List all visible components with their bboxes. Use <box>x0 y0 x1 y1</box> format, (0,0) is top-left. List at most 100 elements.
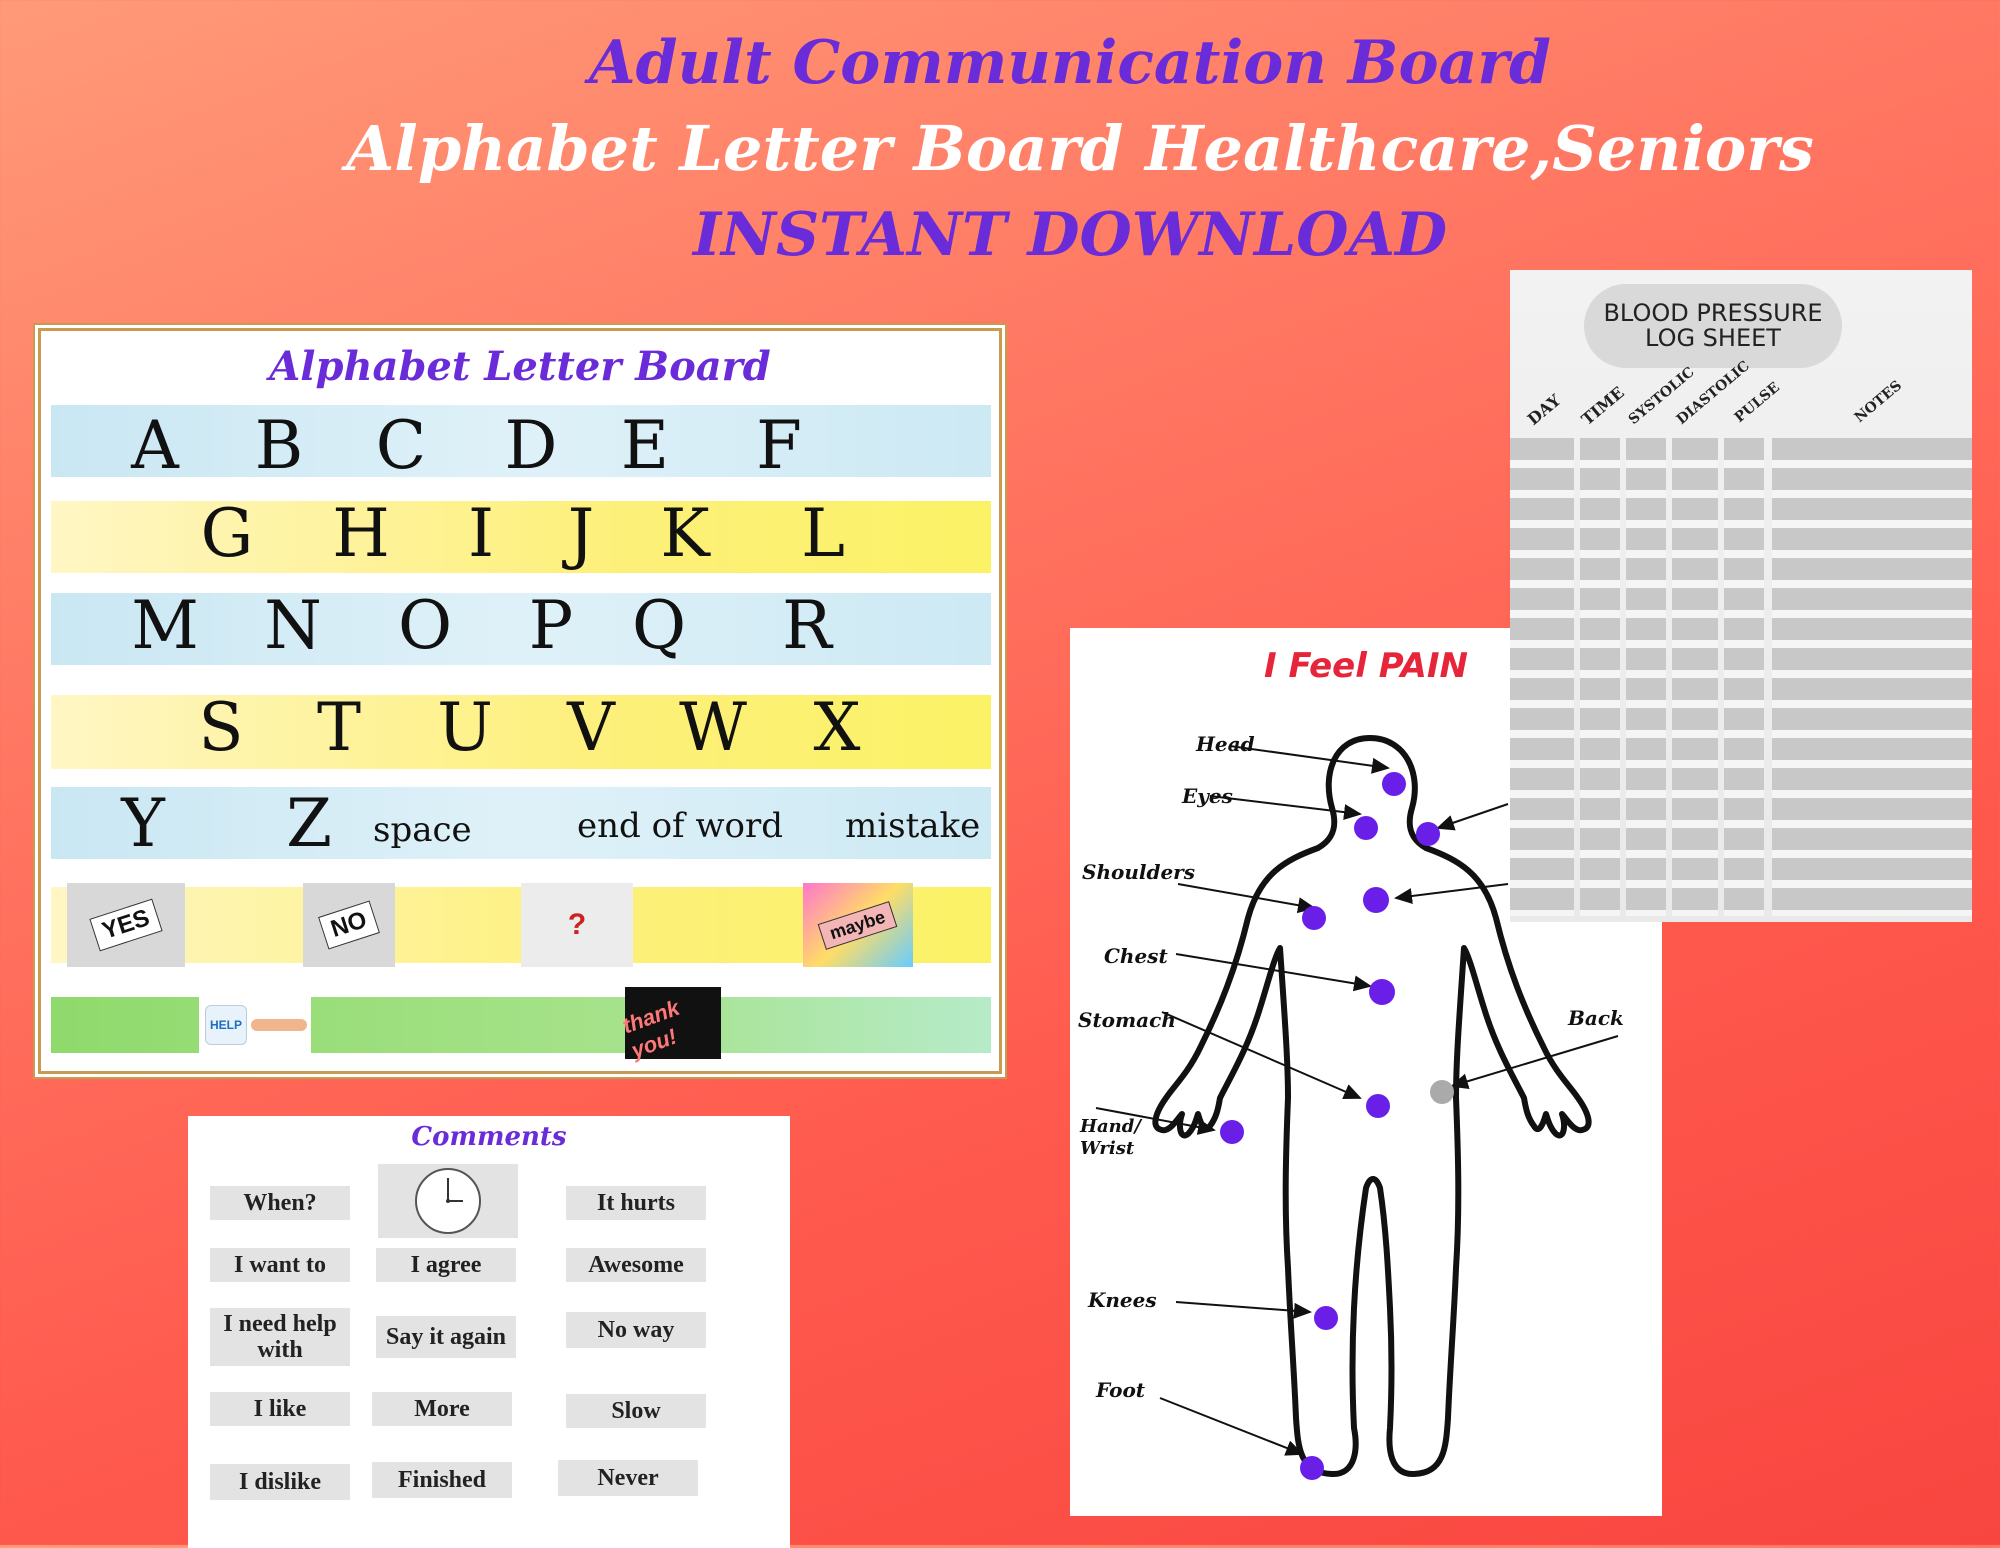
col-notes: NOTES <box>1851 377 1906 426</box>
letter-w[interactable]: W <box>679 689 747 766</box>
comment-no-way[interactable]: No way <box>566 1312 706 1348</box>
letter-g[interactable]: G <box>200 495 254 572</box>
comment-more[interactable]: More <box>372 1392 512 1426</box>
help-button[interactable]: HELP <box>199 995 311 1055</box>
label-foot: Foot <box>1096 1378 1146 1402</box>
label-shoulders: Shoulders <box>1082 860 1195 884</box>
pain-dot-hand[interactable] <box>1220 1120 1244 1144</box>
letter-o[interactable]: O <box>397 587 453 664</box>
letter-z[interactable]: Z <box>286 785 332 862</box>
col-day: DAY <box>1523 390 1565 429</box>
letter-x[interactable]: X <box>813 689 861 766</box>
comment-i-want-to[interactable]: I want to <box>210 1248 350 1282</box>
bp-column-day <box>1510 438 1574 916</box>
pain-dot-foot[interactable] <box>1300 1456 1324 1480</box>
space-word[interactable]: space <box>373 810 472 850</box>
letter-row-2: G H I J K L <box>51 501 991 573</box>
label-stomach: Stomach <box>1078 1008 1176 1032</box>
page-title: Adult Communication Board <box>589 28 1551 98</box>
maybe-card[interactable]: maybe <box>803 883 913 967</box>
pain-dot-head[interactable] <box>1382 772 1406 796</box>
help-row <box>51 997 991 1053</box>
letter-a[interactable]: A <box>131 407 179 484</box>
bp-column-pulse <box>1724 438 1764 916</box>
comment-finished[interactable]: Finished <box>372 1462 512 1498</box>
letter-n[interactable]: N <box>264 587 322 664</box>
bp-title-line-1: BLOOD PRESSURE <box>1603 298 1823 327</box>
pain-dot-shoulders[interactable] <box>1302 906 1326 930</box>
comment-i-like[interactable]: I like <box>210 1392 350 1426</box>
letter-u[interactable]: U <box>437 689 493 766</box>
pain-dot-chest[interactable] <box>1369 979 1395 1005</box>
bp-column-time <box>1580 438 1620 916</box>
clock-icon <box>415 1168 481 1234</box>
mistake-word[interactable]: mistake <box>845 806 981 846</box>
maybe-card-label: maybe <box>818 900 898 950</box>
yes-card-label: YES <box>89 898 163 952</box>
letter-row-1: A B C D E F <box>51 405 991 484</box>
letter-b[interactable]: B <box>254 407 304 484</box>
letter-r[interactable]: R <box>782 587 832 664</box>
question-mark-icon: ? <box>567 908 587 941</box>
comments-title: Comments <box>411 1122 567 1152</box>
no-card[interactable]: NO <box>303 883 395 967</box>
pain-dot-neck[interactable] <box>1363 887 1389 913</box>
comment-when[interactable]: When? <box>210 1186 350 1220</box>
letter-h[interactable]: H <box>332 495 390 572</box>
pain-title: I Feel PAIN <box>1264 646 1468 686</box>
clock-card[interactable] <box>378 1164 518 1238</box>
bp-column-notes <box>1772 438 1972 916</box>
bp-title-line-2: LOG SHEET <box>1645 324 1781 352</box>
label-hand-wrist: Hand/ Wrist <box>1080 1116 1141 1159</box>
letter-c[interactable]: C <box>375 407 427 484</box>
letter-t[interactable]: T <box>316 689 362 766</box>
letter-v[interactable]: V <box>567 689 615 766</box>
col-time: TIME <box>1577 382 1628 429</box>
comment-say-it-again[interactable]: Say it again <box>376 1316 516 1358</box>
letter-j[interactable]: J <box>567 495 595 572</box>
letter-i[interactable]: I <box>467 495 495 572</box>
end-of-word[interactable]: end of word <box>577 806 784 846</box>
instant-download-banner: INSTANT DOWNLOAD <box>692 200 1448 270</box>
alphabet-board-title: Alphabet Letter Board <box>269 343 771 390</box>
letter-q[interactable]: Q <box>631 587 687 664</box>
letter-y[interactable]: Y <box>121 785 165 862</box>
comment-never[interactable]: Never <box>558 1460 698 1496</box>
label-chest: Chest <box>1104 944 1168 968</box>
pain-dot-stomach[interactable] <box>1366 1094 1390 1118</box>
bp-title-bubble: BLOOD PRESSURE LOG SHEET <box>1584 284 1842 368</box>
bp-column-diastolic <box>1672 438 1718 916</box>
label-back: Back <box>1568 1006 1624 1030</box>
no-card-label: NO <box>318 900 380 950</box>
page-subtitle: Alphabet Letter Board Healthcare,Seniors <box>346 112 1814 185</box>
letter-m[interactable]: M <box>131 587 199 664</box>
pointing-hand-icon <box>251 1019 307 1031</box>
thank-you-card[interactable]: thank you! <box>619 987 721 1063</box>
body-outline-path <box>1152 735 1592 1478</box>
comment-i-agree[interactable]: I agree <box>376 1248 516 1282</box>
yes-card[interactable]: YES <box>67 883 185 967</box>
comment-i-dislike[interactable]: I dislike <box>210 1464 350 1500</box>
letter-l[interactable]: L <box>801 495 845 572</box>
letter-d[interactable]: D <box>504 407 558 484</box>
letter-row-3: M N O P Q R <box>51 593 991 665</box>
pain-dot-eyes[interactable] <box>1354 816 1378 840</box>
question-card[interactable]: ? <box>521 883 633 967</box>
pain-dot-ear[interactable] <box>1416 822 1440 846</box>
letter-row-4: S T U V W X <box>51 695 991 769</box>
comment-it-hurts[interactable]: It hurts <box>566 1186 706 1220</box>
letter-e[interactable]: E <box>620 407 670 484</box>
pain-dot-back[interactable] <box>1430 1080 1454 1104</box>
pain-dot-knees[interactable] <box>1314 1306 1338 1330</box>
letter-p[interactable]: P <box>528 587 574 664</box>
label-eyes: Eyes <box>1182 784 1233 808</box>
letter-s[interactable]: S <box>198 689 244 766</box>
label-head: Head <box>1196 732 1255 756</box>
comment-slow[interactable]: Slow <box>566 1394 706 1428</box>
comment-awesome[interactable]: Awesome <box>566 1248 706 1282</box>
col-pulse: PULSE <box>1731 379 1783 426</box>
letter-f[interactable]: F <box>756 407 802 484</box>
letter-row-5: Y Z space end of word mistake <box>51 787 991 859</box>
comment-i-need-help-with[interactable]: I need help with <box>210 1308 350 1366</box>
letter-k[interactable]: K <box>660 495 710 572</box>
